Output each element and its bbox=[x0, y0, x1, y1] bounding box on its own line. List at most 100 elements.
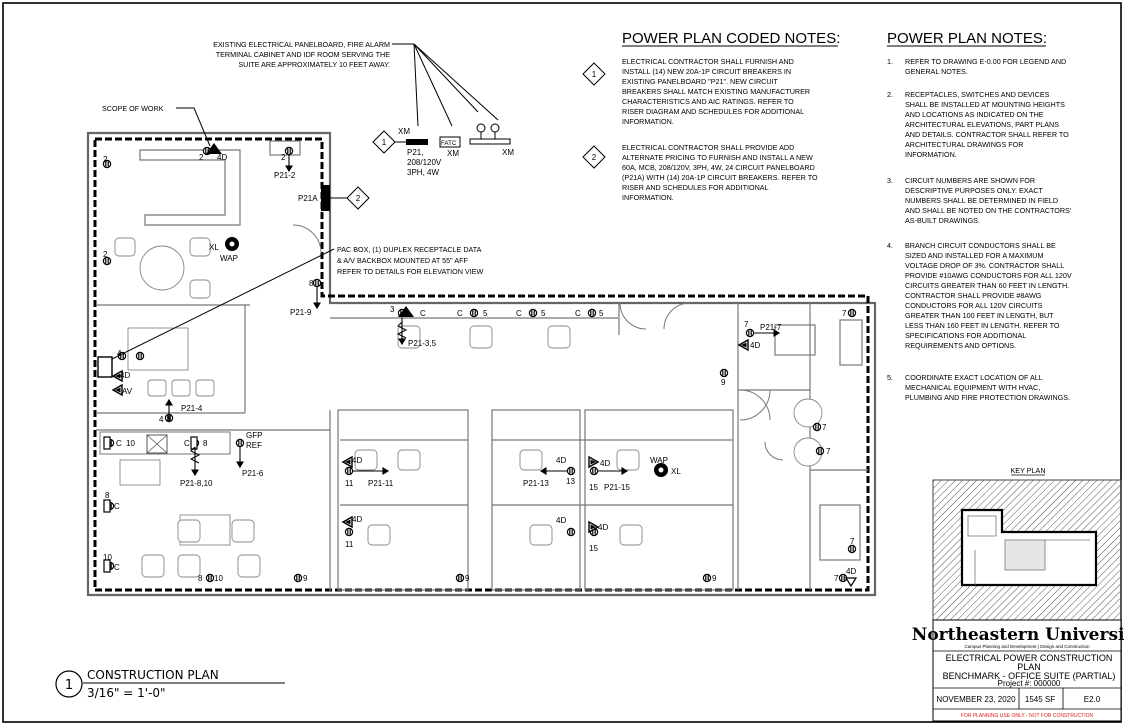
svg-text:XM: XM bbox=[447, 149, 459, 158]
svg-text:TERMINAL CABINET AND IDF ROOM: TERMINAL CABINET AND IDF ROOM SERVING TH… bbox=[216, 50, 390, 59]
label-7: 7 bbox=[826, 447, 831, 456]
svg-text:SUITE ARE APPROXIMATELY 10 FEE: SUITE ARE APPROXIMATELY 10 FEET AWAY. bbox=[238, 60, 390, 69]
svg-text:2: 2 bbox=[592, 153, 597, 162]
label-2: 2 bbox=[103, 155, 108, 164]
svg-text:MECHANICAL EQUIPMENT WITH HVAC: MECHANICAL EQUIPMENT WITH HVAC, bbox=[905, 383, 1040, 392]
label-p21-7: P21-7 bbox=[760, 323, 782, 332]
label-4d: 4D bbox=[352, 515, 362, 524]
label-gfp: GFP bbox=[246, 431, 262, 440]
svg-text:2: 2 bbox=[356, 194, 361, 203]
svg-text:COORDINATE EXACT LOCATION OF A: COORDINATE EXACT LOCATION OF ALL bbox=[905, 373, 1043, 382]
svg-text:3.: 3. bbox=[887, 176, 893, 185]
svg-text:GREATER THAN 100 FEET IN LENGT: GREATER THAN 100 FEET IN LENGTH, BUT bbox=[905, 311, 1054, 320]
label-8: 8 bbox=[309, 279, 314, 288]
plan-note-2: 2. RECEPTACLES, SWITCHES AND DEVICES SHA… bbox=[887, 90, 1069, 159]
svg-text:FOR PLANNING USE ONLY - NOT FO: FOR PLANNING USE ONLY - NOT FOR CONSTRUC… bbox=[961, 713, 1094, 719]
label-8: 8 bbox=[203, 439, 208, 448]
svg-text:INFORMATION.: INFORMATION. bbox=[905, 150, 957, 159]
data-outlets bbox=[112, 143, 858, 588]
svg-text:RISER DIAGRAM AND SCHEDULES FO: RISER DIAGRAM AND SCHEDULES FOR ADDITION… bbox=[622, 107, 804, 116]
svg-text:60A, MCB, 208/120V, 3PH, 4W, 2: 60A, MCB, 208/120V, 3PH, 4W, 24 CIRCUIT … bbox=[622, 163, 815, 172]
svg-text:KEY PLAN: KEY PLAN bbox=[1010, 466, 1045, 475]
label-10: 10 bbox=[126, 439, 135, 448]
keynote-marker-2: 2 bbox=[330, 186, 370, 210]
svg-text:SHALL BE INSTALLED AT MOUNTING: SHALL BE INSTALLED AT MOUNTING HEIGHTS bbox=[905, 100, 1065, 109]
panel-legend: 1 XM P21, 208/120V 3PH, 4W FATC XM XM bbox=[372, 123, 514, 177]
label-8: 8 bbox=[105, 491, 110, 500]
svg-text:LESS THAN 160 FEET IN LENGTH.: LESS THAN 160 FEET IN LENGTH. REFER TO bbox=[905, 321, 1060, 330]
label-4d: 4D bbox=[217, 153, 227, 162]
svg-text:SIZED AND INSTALLED FOR A MAXI: SIZED AND INSTALLED FOR A MAXIMUM bbox=[905, 251, 1043, 260]
callout-scope: SCOPE OF WORK bbox=[102, 104, 211, 147]
label-2: 2 bbox=[103, 250, 108, 259]
label-7: 7 bbox=[744, 320, 749, 329]
coded-notes-title: POWER PLAN CODED NOTES: bbox=[622, 30, 840, 47]
svg-text:SPECIFICATIONS FOR ADDITIONAL: SPECIFICATIONS FOR ADDITIONAL bbox=[905, 331, 1026, 340]
svg-text:BRANCH CIRCUIT CONDUCTORS SHAL: BRANCH CIRCUIT CONDUCTORS SHALL BE bbox=[905, 241, 1056, 250]
plan-note-5: 5. COORDINATE EXACT LOCATION OF ALL MECH… bbox=[887, 373, 1070, 402]
label-p21-11: P21-11 bbox=[368, 479, 394, 488]
label-11: 11 bbox=[345, 479, 354, 488]
plan-outer-wall bbox=[86, 131, 877, 597]
svg-text:FATC: FATC bbox=[441, 140, 457, 147]
coded-notes-section: POWER PLAN CODED NOTES: 1 ELECTRICAL CON… bbox=[582, 30, 840, 202]
label-11: 11 bbox=[345, 540, 354, 549]
svg-text:REFER TO DETAILS FOR ELEVATION: REFER TO DETAILS FOR ELEVATION VIEW bbox=[337, 267, 484, 276]
plan-note-1: 1. REFER TO DRAWING E-0.00 FOR LEGEND AN… bbox=[887, 57, 1066, 76]
label-4d: 4D bbox=[750, 341, 760, 350]
svg-text:SCOPE OF WORK: SCOPE OF WORK bbox=[102, 104, 164, 113]
coded-note-2: 2 ELECTRICAL CONTRACTOR SHALL PROVIDE AD… bbox=[582, 143, 818, 202]
svg-text:3/16" = 1'-0": 3/16" = 1'-0" bbox=[87, 686, 166, 700]
label-c: C bbox=[116, 439, 122, 448]
view-title: 1 CONSTRUCTION PLAN 3/16" = 1'-0" bbox=[55, 668, 285, 700]
svg-text:ALTERNATE PRICING TO FURNISH A: ALTERNATE PRICING TO FURNISH AND INSTALL… bbox=[622, 153, 813, 162]
plan-notes-title: POWER PLAN NOTES: bbox=[887, 30, 1047, 47]
svg-text:AS-BUILT DRAWINGS.: AS-BUILT DRAWINGS. bbox=[905, 216, 980, 225]
svg-text:CONDUCTORS FOR ALL 120V CIRCUI: CONDUCTORS FOR ALL 120V CIRCUITS bbox=[905, 301, 1043, 310]
label-4d: 4D bbox=[352, 456, 362, 465]
svg-text:ELECTRICAL POWER CONSTRUCTION: ELECTRICAL POWER CONSTRUCTION bbox=[946, 653, 1113, 663]
svg-text:NUMBERS SHALL BE DETERMINED IN: NUMBERS SHALL BE DETERMINED IN FIELD bbox=[905, 196, 1058, 205]
label-c: C bbox=[420, 309, 426, 318]
svg-text:EXISTING PANELBOARD "P21". NEW: EXISTING PANELBOARD "P21". NEW CIRCUIT bbox=[622, 77, 779, 86]
svg-text:208/120V: 208/120V bbox=[407, 158, 442, 167]
label-p21-9: P21-9 bbox=[290, 308, 312, 317]
svg-text:AND SHALL BE NOTED ON THE CONT: AND SHALL BE NOTED ON THE CONTRACTORS' bbox=[905, 206, 1072, 215]
label-4d: 4D bbox=[120, 371, 130, 380]
svg-text:1545 SF: 1545 SF bbox=[1025, 695, 1055, 704]
label-9: 9 bbox=[721, 378, 726, 387]
floor-plan: P21A P21-2 P21-9 P21-3,5 P21-7 P21-4 P21… bbox=[86, 131, 877, 597]
svg-text:ELECTRICAL CONTRACTOR SHALL PR: ELECTRICAL CONTRACTOR SHALL PROVIDE ADD bbox=[622, 143, 794, 152]
svg-text:CHARACTERISTICS AND AIC RATING: CHARACTERISTICS AND AIC RATINGS. REFER T… bbox=[622, 97, 794, 106]
label-9: 9 bbox=[712, 574, 717, 583]
svg-text:GENERAL NOTES.: GENERAL NOTES. bbox=[905, 67, 968, 76]
svg-text:RECEPTACLES, SWITCHES AND DEVI: RECEPTACLES, SWITCHES AND DEVICES bbox=[905, 90, 1050, 99]
label-5: 5 bbox=[541, 309, 546, 318]
svg-text:VOLTAGE DROP OF 3%. CONTRACTOR: VOLTAGE DROP OF 3%. CONTRACTOR SHALL bbox=[905, 261, 1064, 270]
svg-text:CONSTRUCTION PLAN: CONSTRUCTION PLAN bbox=[87, 668, 219, 682]
svg-text:ARCHITECTURAL DRAWINGS FOR: ARCHITECTURAL DRAWINGS FOR bbox=[905, 140, 1023, 149]
key-plan: KEY PLAN bbox=[932, 466, 1122, 621]
svg-text:CONTRACTOR SHALL PROVIDE #8AWG: CONTRACTOR SHALL PROVIDE #8AWG bbox=[905, 291, 1042, 300]
label-c: C bbox=[575, 309, 581, 318]
svg-text:EXISTING ELECTRICAL PANELBOARD: EXISTING ELECTRICAL PANELBOARD, FIRE ALA… bbox=[213, 40, 390, 49]
callout-pac-box: PAC BOX, (1) DUPLEX RECEPTACLE DATA & A/… bbox=[111, 245, 484, 360]
label-8: 8 bbox=[198, 574, 203, 583]
label-p21-8-10: P21-8,10 bbox=[180, 479, 213, 488]
label-p21-6: P21-6 bbox=[242, 469, 264, 478]
label-p21a: P21A bbox=[298, 194, 318, 203]
label-c: C bbox=[457, 309, 463, 318]
label-c: C bbox=[114, 502, 120, 511]
label-c: C bbox=[516, 309, 522, 318]
label-wap: WAP bbox=[650, 456, 668, 465]
label-9: 9 bbox=[303, 574, 308, 583]
svg-text:INFORMATION.: INFORMATION. bbox=[622, 117, 674, 126]
label-10: 10 bbox=[103, 553, 112, 562]
wap-icon bbox=[225, 237, 668, 477]
pac-box bbox=[97, 356, 113, 378]
svg-text:1: 1 bbox=[592, 70, 597, 79]
svg-text:BREAKERS SHALL MATCH EXISTING: BREAKERS SHALL MATCH EXISTING MANUFACTUR… bbox=[622, 87, 810, 96]
label-7: 7 bbox=[850, 537, 855, 546]
label-p21-3-5: P21-3,5 bbox=[408, 339, 437, 348]
svg-text:ELECTRICAL CONTRACTOR SHALL FU: ELECTRICAL CONTRACTOR SHALL FURNISH AND bbox=[622, 57, 794, 66]
